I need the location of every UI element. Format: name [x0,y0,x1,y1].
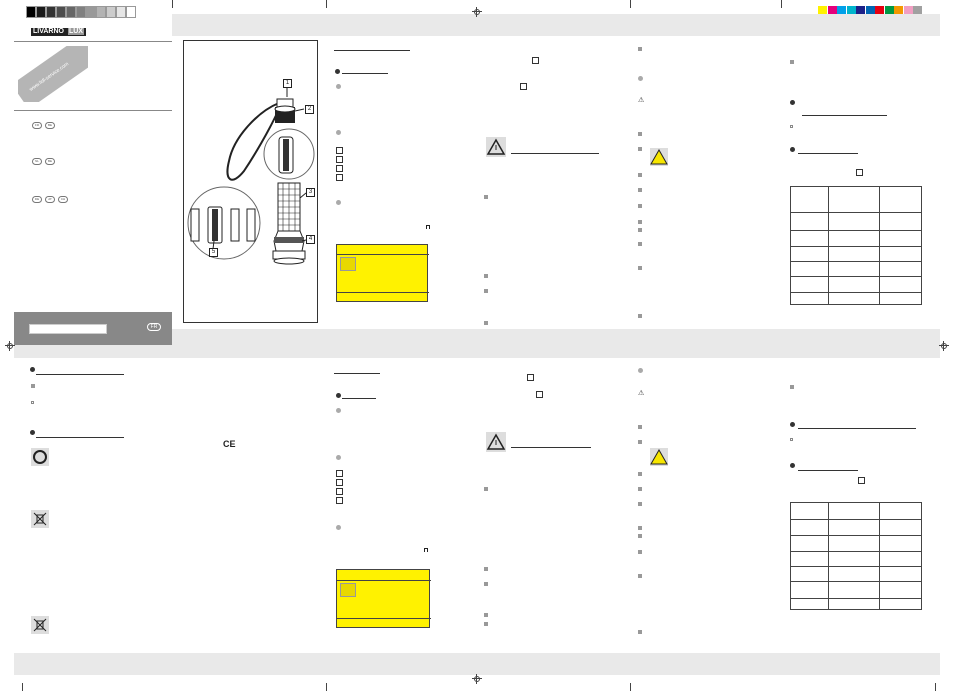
process-color-swatch [846,6,856,18]
warning-panel-bottom [336,569,431,628]
process-color-swatch [884,6,894,18]
cover-footer: FR [14,312,172,345]
lang-badge: AT [45,196,55,203]
calibration-swatch [126,6,136,18]
lang-badge: CH [58,196,68,203]
registration-mark-left [5,341,15,351]
caution-icon [486,137,506,157]
weee-bin-icon [31,510,49,528]
lang-badge: FR [32,122,42,129]
process-color-swatch [922,6,932,18]
crop-tick [326,0,327,8]
calibration-swatch [26,6,36,18]
calibration-swatch [46,6,56,18]
calibration-swatch [96,6,106,18]
column-b-top [478,44,628,325]
callout-4: 4 [306,235,315,244]
lang-badge: NL [32,158,42,165]
column-i-bottom [786,362,936,652]
warning-icon [340,257,356,271]
crop-tick [22,683,23,691]
column-g-bottom [478,362,628,652]
process-color-swatch [894,6,903,18]
callout-2: 2 [305,105,314,114]
battery-disposal-icon [31,616,49,634]
process-color-swatch [837,6,846,18]
process-color-swatch [903,6,913,18]
registration-mark-bottom [472,674,482,684]
caution-icon [486,432,506,452]
calibration-swatch [36,6,46,18]
crop-tick [630,683,631,691]
registration-mark-right [939,341,949,351]
calibration-swatch [106,6,116,18]
column-c-top: ⚠ [634,44,779,324]
callout-3: 3 [306,188,315,197]
process-color-swatch [827,6,837,18]
lang-badge: BE [45,158,55,165]
flashlight-diagram [187,88,315,265]
column-e-bottom: CE [26,362,326,652]
mode-table-top [790,186,922,305]
website-banner: www.lidl-service.com [18,46,88,102]
process-color-swatch [875,6,884,18]
laser-warning-icon [650,148,668,166]
callout-5: 5 [209,248,218,257]
top-band [172,14,940,36]
calibration-swatch [66,6,76,18]
callout-1: 1 [283,79,292,88]
column-h-bottom: ⚠ [634,362,779,652]
process-color-swatch [856,6,865,18]
process-color-swatch [913,6,922,18]
lang-badge: BE [45,122,55,129]
crop-tick [781,0,782,8]
calibration-swatch [116,6,126,18]
calibration-swatch [56,6,66,18]
registration-mark-top [472,7,482,17]
column-d-top [786,44,936,324]
brand-suffix: LUX [67,28,84,35]
country-badge: FR [147,323,161,331]
warning-panel-top [336,244,429,302]
calibration-swatch [86,6,96,18]
laser-warning-icon [650,448,668,466]
bottom-band [14,653,940,675]
lang-badge: DE [32,196,42,203]
calibration-swatch [76,6,86,18]
process-color-swatch [818,6,827,18]
column-f-bottom [330,362,470,652]
crop-tick [630,0,631,8]
mode-table-bottom [790,502,922,610]
process-color-swatch [865,6,875,18]
brand-logo: LIVARNO LUX [31,28,86,36]
crop-tick [326,683,327,691]
column-a-top [330,44,470,324]
product-figure: 1 2 3 4 5 [183,40,318,323]
green-dot-icon [31,448,49,466]
crop-tick [172,0,173,8]
warning-icon [340,583,356,597]
brand-name: LIVARNO [33,28,64,35]
crop-tick [935,683,936,691]
ce-mark: CE [223,439,236,449]
cover-panel: LIVARNO LUX www.lidl-service.com FR BE N… [14,20,172,345]
